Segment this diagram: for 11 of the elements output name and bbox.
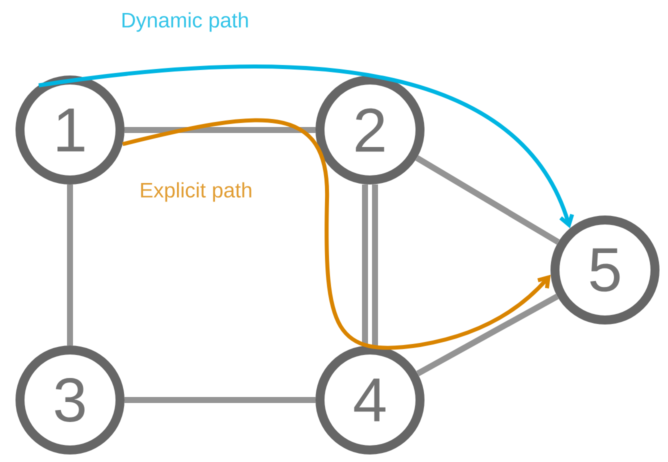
- link-line: [124, 396, 316, 403]
- link-line: [372, 184, 378, 346]
- edge-label: Explicit path: [138, 181, 254, 203]
- link-line: [362, 184, 368, 346]
- edge-label: Dynamic path: [120, 11, 250, 33]
- arrow: [38, 64, 574, 228]
- link-line: [124, 127, 316, 133]
- link-line: [415, 155, 560, 245]
- link-line: [67, 184, 73, 346]
- link-line: [416, 294, 559, 376]
- arrow: [122, 118, 551, 350]
